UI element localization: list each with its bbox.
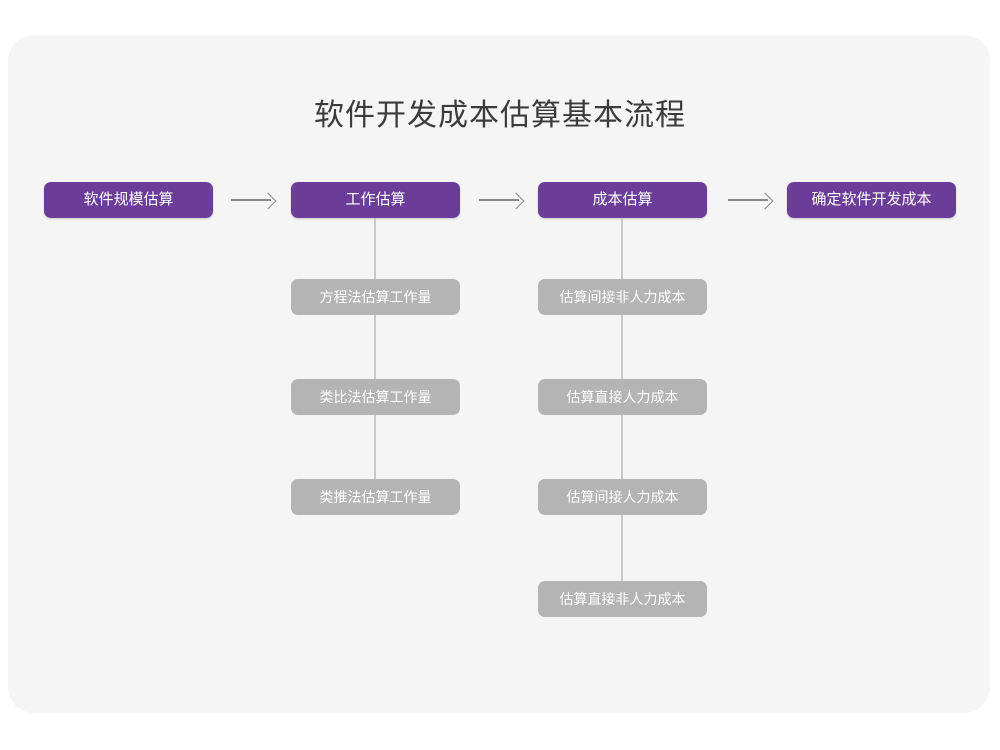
branch-node-work-3[interactable]: 类推法估算工作量 [291, 479, 460, 515]
branch-node-cost-3[interactable]: 估算间接人力成本 [538, 479, 707, 515]
arrow-head-icon [507, 192, 525, 209]
flow-arrow-3 [728, 192, 774, 209]
flow-node-step-2[interactable]: 工作估算 [291, 182, 460, 218]
branch-node-work-2[interactable]: 类比法估算工作量 [291, 379, 460, 415]
arrow-head-icon [756, 192, 774, 209]
flow-arrow-1 [231, 192, 277, 209]
branch-connector-work [374, 218, 376, 498]
diagram-card [8, 35, 990, 713]
branch-node-work-1[interactable]: 方程法估算工作量 [291, 279, 460, 315]
branch-node-cost-2[interactable]: 估算直接人力成本 [538, 379, 707, 415]
arrow-shaft [231, 199, 271, 201]
arrow-shaft [728, 199, 768, 201]
flow-node-step-4[interactable]: 确定软件开发成本 [787, 182, 956, 218]
flow-node-step-3[interactable]: 成本估算 [538, 182, 707, 218]
branch-node-cost-1[interactable]: 估算间接非人力成本 [538, 279, 707, 315]
page-title: 软件开发成本估算基本流程 [314, 99, 686, 132]
flow-node-step-1[interactable]: 软件规模估算 [44, 182, 213, 218]
flow-arrow-2 [479, 192, 525, 209]
arrow-shaft [479, 199, 519, 201]
branch-node-cost-4[interactable]: 估算直接非人力成本 [538, 581, 707, 617]
arrow-head-icon [259, 192, 277, 209]
